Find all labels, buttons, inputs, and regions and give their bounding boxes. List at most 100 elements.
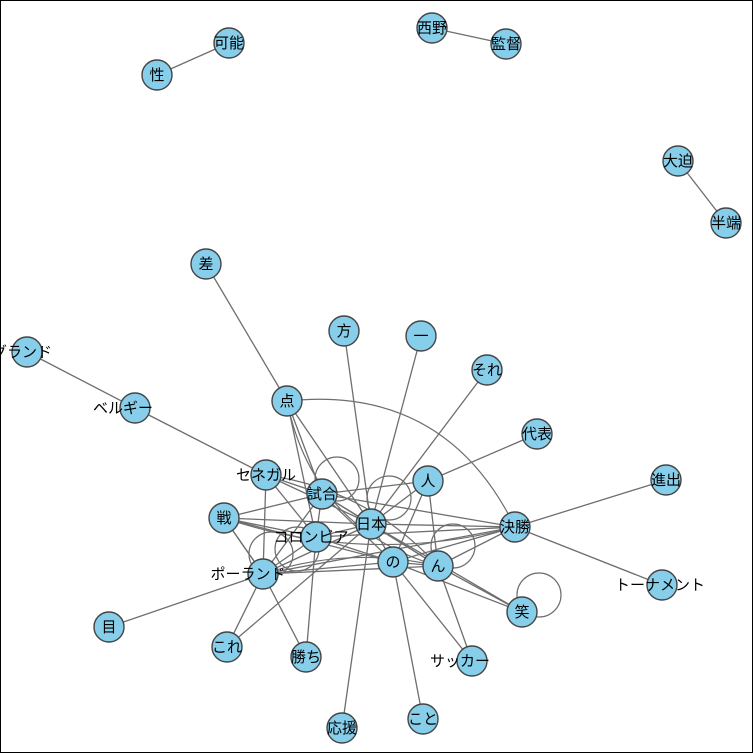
node-england: イングランド — [1, 336, 52, 368]
node-circle-hanpa — [710, 207, 742, 239]
edge-shiai-poland — [262, 493, 323, 575]
edge-layer — [26, 27, 727, 729]
edge-ten-colombia — [286, 400, 317, 538]
node-osako: 大迫 — [662, 145, 694, 177]
node-shinshutsu: 進出 — [650, 464, 682, 496]
node-label-sore: それ — [472, 361, 502, 379]
node-circle-colombia — [300, 521, 332, 553]
node-ouen: 応援 — [326, 712, 358, 744]
node-label-shinshutsu: 進出 — [651, 471, 681, 489]
node-nihon: 日本 — [355, 508, 387, 540]
node-ten: 点 — [271, 385, 303, 417]
node-label-senegal: セネガル — [236, 466, 296, 484]
node-senegal: セネガル — [236, 459, 296, 491]
edge-ikusa-shiai — [223, 493, 323, 519]
node-n: ん — [422, 550, 454, 582]
node-kachi: 勝ち — [290, 641, 322, 673]
node-warai: 笑 — [506, 596, 538, 628]
node-tournament: トーナメント — [615, 569, 705, 601]
node-nishino: 西野 — [416, 12, 448, 44]
edge-kesshou-no — [392, 526, 516, 563]
node-hanpa: 半端 — [710, 207, 742, 239]
edge-no-koto — [392, 561, 424, 720]
node-label-ten: 点 — [279, 392, 294, 410]
node-circle-poland — [247, 558, 279, 590]
edge-daihyo-hito — [427, 433, 538, 482]
node-kore: これ — [211, 631, 243, 663]
node-label-england: イングランド — [1, 343, 52, 361]
edge-poland-me — [108, 573, 264, 628]
node-label-hito: 人 — [420, 472, 435, 490]
node-daihyo: 代表 — [521, 418, 553, 450]
node-circle-koto — [407, 703, 439, 735]
edge-shiai-kesshou — [321, 493, 516, 528]
node-label-n: ん — [430, 557, 445, 575]
node-circle-me — [93, 611, 125, 643]
node-circle-kantoku — [490, 28, 522, 60]
node-label-kanou: 可能 — [214, 34, 244, 52]
node-label-kesshou: 決勝 — [500, 518, 530, 536]
node-me: 目 — [93, 611, 125, 643]
node-kantoku: 監督 — [490, 28, 522, 60]
node-circle-soccer — [456, 645, 488, 677]
edge-kesshou-tournament — [514, 526, 663, 586]
node-shiai: 試合 — [306, 478, 338, 510]
node-circle-osako — [662, 145, 694, 177]
edge-no-warai — [392, 561, 523, 613]
node-colombia: コロンビア — [273, 521, 349, 553]
node-circle-ten — [271, 385, 303, 417]
node-label-warai: 笑 — [514, 603, 529, 621]
node-circle-kanou — [213, 27, 245, 59]
node-label-belgium: ベルギー — [93, 399, 153, 417]
node-label-ouen: 応援 — [327, 719, 357, 737]
node-label-ichi: 一 — [413, 327, 428, 345]
edge-england-belgium — [26, 351, 136, 409]
edge-sore-nihon — [370, 369, 488, 525]
node-circle-belgium — [119, 392, 151, 424]
edge-curve-ten-kesshou — [286, 398, 516, 528]
node-belgium: ベルギー — [93, 392, 153, 424]
edge-curve-ten-n — [286, 400, 439, 567]
node-circle-kore — [211, 631, 243, 663]
node-label-poland: ポーランド — [210, 565, 285, 583]
edge-n-soccer — [437, 565, 473, 662]
node-label-osako: 大迫 — [663, 152, 693, 170]
node-circle-kesshou — [499, 511, 531, 543]
node-ichi: 一 — [405, 320, 437, 352]
node-circle-nihon — [355, 508, 387, 540]
edge-no-soccer — [392, 561, 473, 662]
node-kanou: 可能 — [213, 27, 245, 59]
edge-senegal-poland — [262, 474, 267, 575]
node-label-hanpa: 半端 — [711, 214, 741, 232]
node-circle-warai — [506, 596, 538, 628]
node-soccer: サッカー — [430, 645, 490, 677]
node-label-ikusa: 戦 — [216, 509, 231, 527]
node-circle-daihyo — [521, 418, 553, 450]
node-circle-no — [377, 546, 409, 578]
node-label-kachi: 勝ち — [291, 648, 321, 666]
edge-kesshou-colombia — [315, 526, 516, 538]
node-circle-sore — [471, 354, 503, 386]
self-loop-warai — [516, 572, 562, 618]
node-sa: 差 — [190, 248, 222, 280]
node-seikaku: 性 — [141, 59, 173, 91]
node-circle-kachi — [290, 641, 322, 673]
node-label-kantoku: 監督 — [491, 35, 521, 53]
edge-ikusa-nihon — [223, 517, 372, 525]
node-kata: 方 — [328, 315, 360, 347]
node-circle-tournament — [646, 569, 678, 601]
node-label-daihyo: 代表 — [522, 425, 552, 443]
node-label-soccer: サッカー — [430, 652, 490, 670]
node-label-sa: 差 — [198, 255, 213, 273]
node-label-colombia: コロンビア — [273, 528, 348, 546]
node-label-me: 目 — [101, 618, 116, 636]
node-label-no: の — [385, 553, 400, 571]
edge-shinshutsu-kesshou — [514, 479, 667, 528]
node-poland: ポーランド — [210, 558, 286, 590]
edge-curve-poland-n — [262, 556, 439, 575]
node-circle-ouen — [326, 712, 358, 744]
node-circle-n — [422, 550, 454, 582]
